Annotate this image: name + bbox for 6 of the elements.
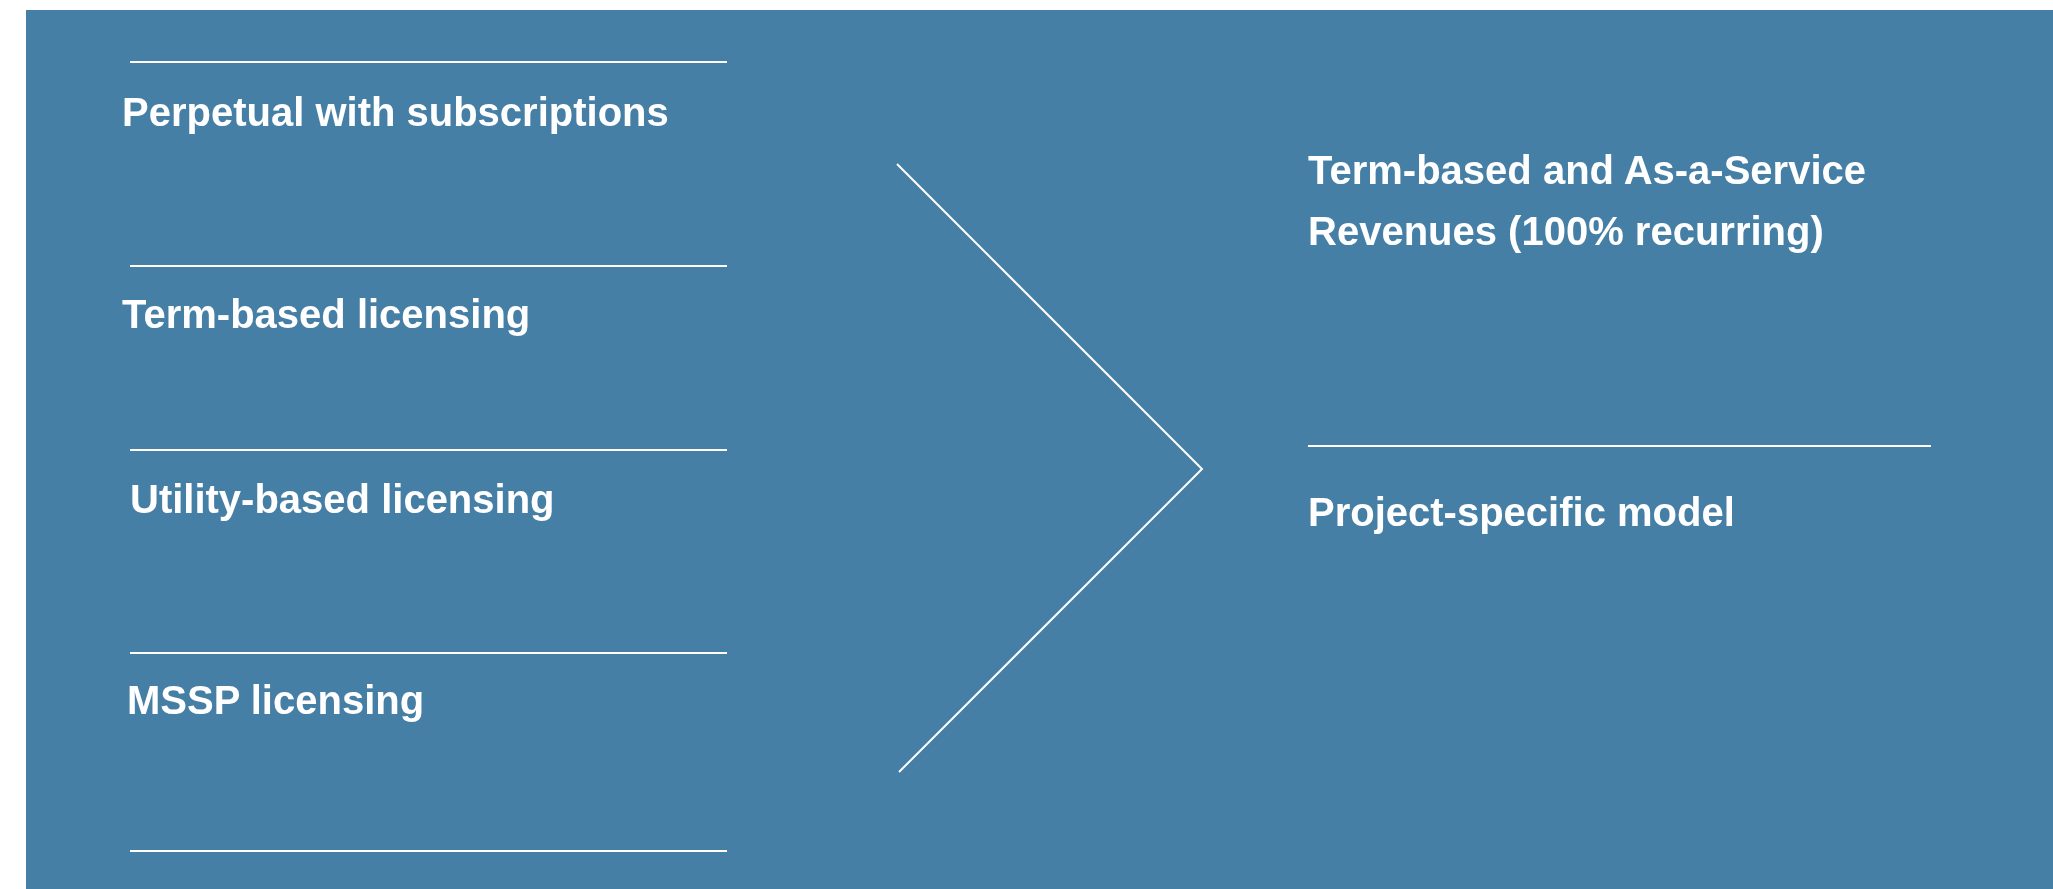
label-text: Term-based licensing	[122, 291, 532, 338]
label-text: Project-specific model	[1308, 489, 1736, 536]
label-text: MSSP licensing	[127, 677, 426, 724]
label-text: Utility-based licensing	[130, 476, 556, 523]
label-text: Term-based and As-a-Service Revenues (100% recurring)	[1308, 147, 1867, 255]
label-text: Perpetual with subscriptions	[122, 89, 670, 136]
